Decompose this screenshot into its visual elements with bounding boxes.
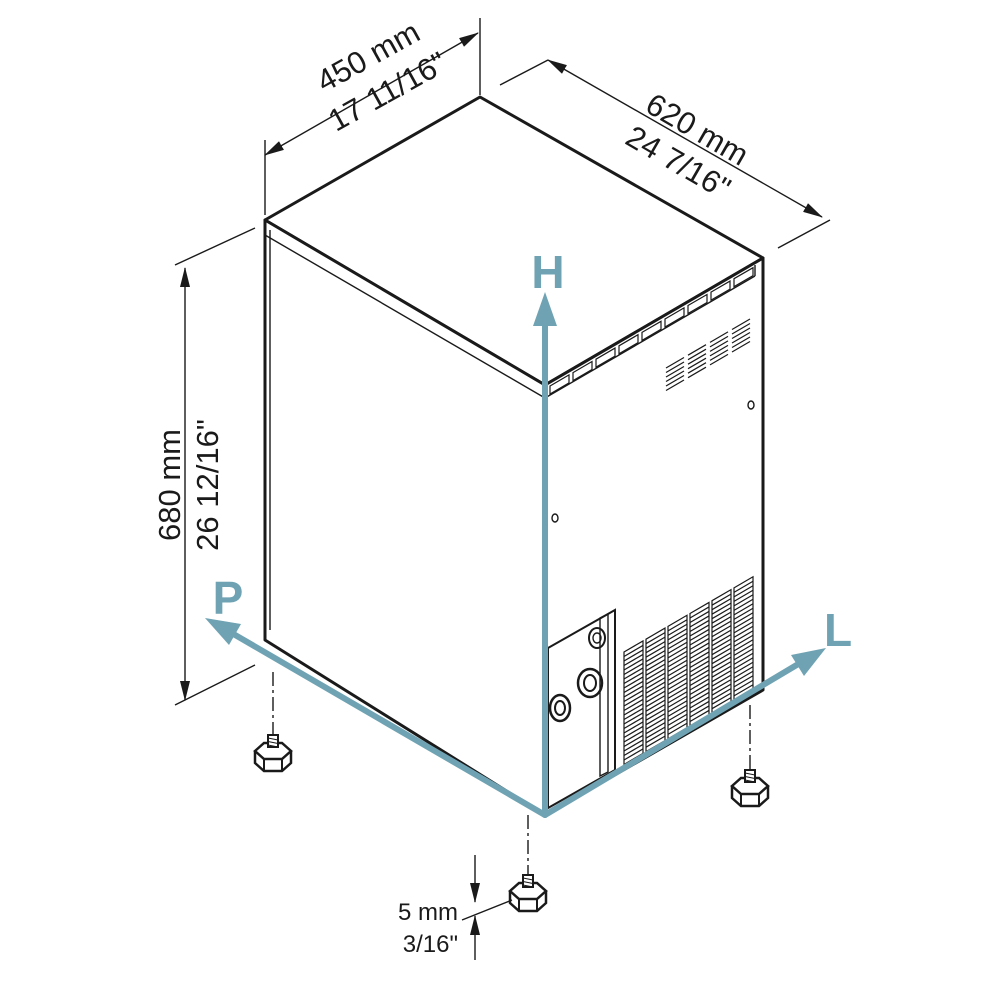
foot-imperial-label: 3/16"	[403, 931, 458, 958]
upper-vent-block	[665, 318, 751, 392]
axes: H P L	[205, 246, 852, 818]
water-connection-icon	[588, 627, 606, 649]
top-vent-row	[549, 266, 754, 396]
water-connection-icon	[548, 693, 572, 723]
hex-foot-icon	[253, 734, 293, 773]
arrowhead-icon	[791, 648, 826, 676]
screw-icon	[747, 400, 755, 410]
machine-body	[263, 95, 765, 817]
foot-dimension: 5 mm 3/16"	[398, 855, 513, 960]
arrowhead-icon	[205, 618, 241, 645]
water-connection-icon	[576, 667, 604, 699]
height-metric-label: 680 mm	[152, 429, 187, 541]
screw-icon	[551, 513, 559, 523]
width-axis	[227, 629, 548, 818]
height-dimension: 680 mm 26 12/16"	[152, 267, 225, 701]
hex-foot-icon	[730, 769, 770, 808]
axis-label-p: P	[213, 572, 244, 624]
height-imperial-label: 26 12/16"	[190, 419, 225, 551]
depth-axis	[542, 660, 803, 818]
hex-foot-icon	[508, 874, 548, 913]
feet	[253, 672, 770, 913]
axis-label-h: H	[531, 246, 564, 298]
axis-label-l: L	[824, 604, 852, 656]
arrowhead-icon	[533, 292, 557, 326]
foot-metric-label: 5 mm	[398, 899, 458, 926]
